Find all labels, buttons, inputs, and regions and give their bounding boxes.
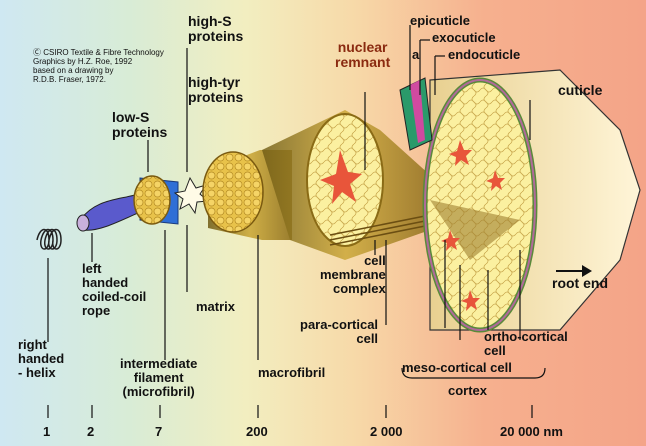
scale-tick: 1 xyxy=(43,424,50,439)
scale-tick: 2 000 xyxy=(370,424,403,439)
label-endocuticle: endocuticle xyxy=(448,48,520,62)
credit-line: R.D.B. Fraser, 1972. xyxy=(33,75,164,84)
microfibril-bundle xyxy=(134,176,170,224)
label-macrofibril: macrofibril xyxy=(258,366,325,380)
label-matrix: matrix xyxy=(196,300,235,314)
scale-tick: 7 xyxy=(155,424,162,439)
label-cuticle: cuticle xyxy=(558,83,602,98)
label-a: a xyxy=(412,48,419,62)
scale-tick: 20 000 nm xyxy=(500,424,563,439)
label-root-end: root end xyxy=(552,276,608,291)
scale-tick: 2 xyxy=(87,424,94,439)
credit-text: CSIRO Textile & Fibre Technology xyxy=(43,48,164,57)
credit-line: Ⓒ CSIRO Textile & Fibre Technology xyxy=(33,48,164,57)
scale-tick: 200 xyxy=(246,424,268,439)
macrofibril-section xyxy=(203,152,263,232)
alpha-helix-coil xyxy=(37,230,61,250)
label-meso-cortical-cell: meso-cortical cell xyxy=(402,361,512,375)
label-epicuticle: epicuticle xyxy=(410,14,470,28)
credit-line: based on a drawing by xyxy=(33,66,164,75)
label-cortex: cortex xyxy=(448,384,487,398)
credit-block: Ⓒ CSIRO Textile & Fibre Technology Graph… xyxy=(33,48,164,84)
credit-line: Graphics by H.Z. Roe, 1992 xyxy=(33,57,164,66)
label-exocuticle: exocuticle xyxy=(432,31,496,45)
